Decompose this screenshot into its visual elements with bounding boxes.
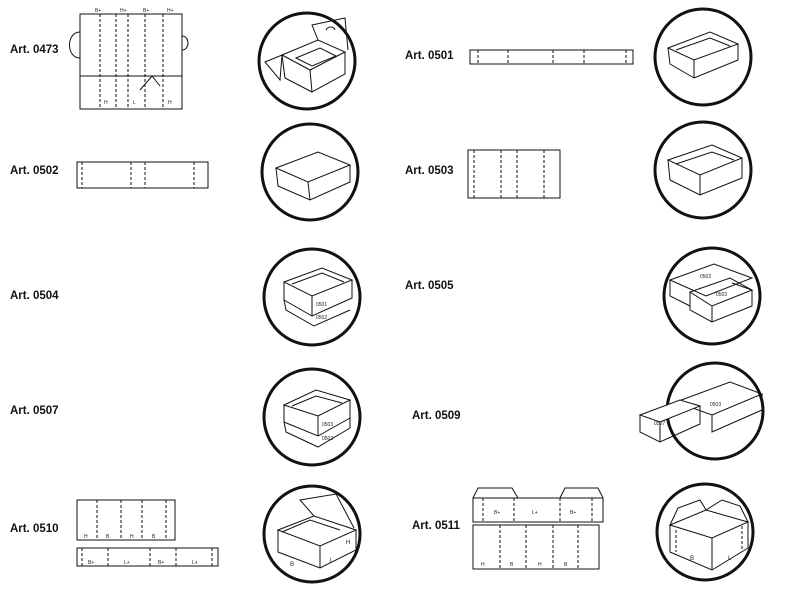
box-label: 0507: [654, 421, 665, 427]
dim-label: H+: [120, 8, 127, 14]
dim-label: H: [104, 100, 108, 106]
box-label: 0503: [710, 402, 721, 408]
dim-label: H+: [167, 8, 174, 14]
box-label: 0502: [322, 436, 333, 442]
box-label: 0503: [322, 422, 333, 428]
dim-label: H: [84, 534, 88, 540]
dim-label: L: [728, 556, 732, 562]
dim-label: B: [690, 556, 694, 562]
dim-label: H: [168, 100, 172, 106]
dim-label: H: [481, 562, 485, 568]
dim-label: B: [564, 562, 568, 568]
template-0473: B+ H+ B+ H+ H L H: [69, 8, 189, 110]
dim-label: B+: [143, 8, 149, 14]
template-0503: [467, 149, 561, 199]
illustration-0509: 0503 0507: [638, 361, 765, 461]
box-label: 0503: [716, 292, 727, 298]
template-0510: H B H B B+ L+ B+ L+: [76, 499, 219, 567]
dim-label: L+: [532, 510, 538, 516]
article-label-0503: Art. 0503: [405, 165, 454, 177]
illustration-0502: [260, 122, 360, 222]
box-label: 0502: [700, 274, 711, 280]
illustration-0503: [653, 120, 753, 220]
article-label-0510: Art. 0510: [10, 523, 59, 535]
article-label-0501: Art. 0501: [405, 50, 454, 62]
illustration-0501: [653, 7, 753, 107]
illustration-0511: B L: [655, 482, 755, 582]
dim-label: B: [290, 562, 294, 568]
dim-label: B+: [570, 510, 576, 516]
illustration-0504: 0501 0502: [262, 247, 362, 347]
dim-label: B: [152, 534, 156, 540]
dim-label: B: [106, 534, 110, 540]
dim-label: B: [510, 562, 514, 568]
article-label-0509: Art. 0509: [412, 410, 461, 422]
template-0511: B+ L+ B+ H B H B: [472, 487, 604, 570]
illustration-0507: 0503 0502: [262, 367, 362, 467]
dim-label: L: [133, 100, 136, 106]
article-label-0505: Art. 0505: [405, 280, 454, 292]
dim-label: B+: [95, 8, 101, 14]
dim-label: H: [346, 540, 350, 546]
template-0502: [76, 161, 209, 189]
dim-label: B+: [158, 560, 164, 566]
box-label: 0501: [316, 302, 327, 308]
illustration-0505: 0502 0503: [662, 246, 762, 346]
dim-label: B+: [494, 510, 500, 516]
article-label-0507: Art. 0507: [10, 405, 59, 417]
article-label-0504: Art. 0504: [10, 290, 59, 302]
template-0501: [469, 49, 634, 65]
illustration-0473: [257, 11, 357, 111]
dim-label: H: [130, 534, 134, 540]
article-label-0502: Art. 0502: [10, 165, 59, 177]
dim-label: L+: [124, 560, 130, 566]
dim-label: L+: [192, 560, 198, 566]
dim-label: H: [538, 562, 542, 568]
dim-label: B+: [88, 560, 94, 566]
illustration-0510: H B L: [262, 484, 362, 584]
article-label-0511: Art. 0511: [412, 520, 460, 532]
dim-label: L: [330, 558, 334, 564]
article-label-0473: Art. 0473: [10, 44, 59, 56]
box-label: 0502: [316, 315, 327, 321]
